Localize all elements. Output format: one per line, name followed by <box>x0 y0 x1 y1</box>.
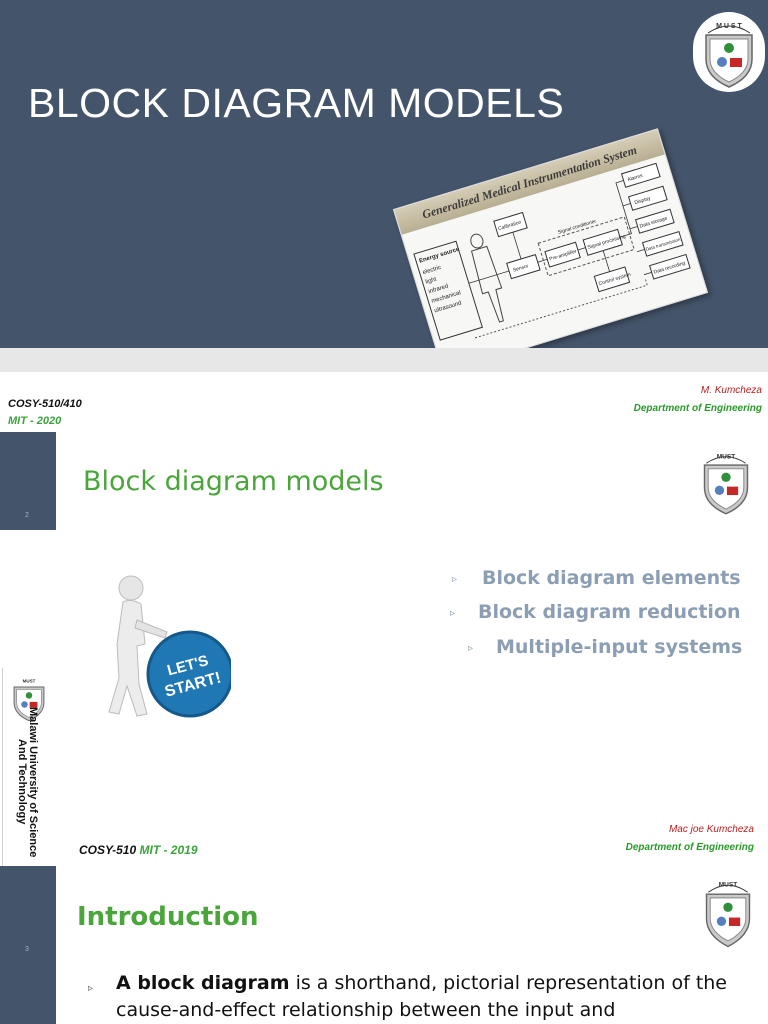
university-name: Malawi University of Science And Technol… <box>16 706 39 858</box>
department-name: Department of Engineering <box>625 842 754 853</box>
bullet-item: Multiple-input systems <box>496 636 743 658</box>
figure-diagram: Energy source electric light infrared me… <box>413 162 691 341</box>
bullet-arrow-icon: ▹ <box>88 983 94 994</box>
medical-instrumentation-figure: Generalized Medical Instrumentation Syst… <box>392 128 709 348</box>
figure-left-box-item: light <box>425 277 438 286</box>
figure-block: Sensor <box>512 263 529 273</box>
slide-number: 3 <box>25 946 29 953</box>
figure-left-box-item: electric <box>422 265 442 276</box>
sidebar-band: 2 <box>0 432 56 530</box>
bullet-arrow-icon: ▹ <box>452 574 458 585</box>
sidebar-seal-icon: MUST <box>13 678 45 722</box>
sidebar-university-card: MUST <box>2 668 55 866</box>
figure-left-box-item: infrared <box>428 284 449 296</box>
author-name: M. Kumcheza <box>700 385 762 396</box>
university-seal-logo: M U S T <box>693 12 765 92</box>
figure-left-box-label: Energy source <box>419 247 461 265</box>
slide-title: Block diagram models <box>83 466 384 497</box>
course-year: MIT - 2019 <box>139 843 198 857</box>
course-label: COSY-510 MIT - 2019 <box>79 843 198 857</box>
figure-block: Display <box>634 195 652 206</box>
sidebar-band: 3 <box>0 866 56 1024</box>
seal-icon: M U S T <box>705 23 753 88</box>
course-code: COSY-510/410 <box>8 398 82 410</box>
slide-separator <box>0 348 768 372</box>
intro-term: A block diagram <box>116 972 290 994</box>
course-code: COSY-510 <box>79 843 137 857</box>
figure-block: Alarms <box>627 173 644 183</box>
title-slide: BLOCK DIAGRAM MODELS M U S T Generalized… <box>0 0 768 348</box>
seal-letters: MUST <box>717 454 736 461</box>
intro-text: is a shorthand, pictorial representation… <box>116 972 727 1021</box>
seal-icon: MUST <box>705 882 751 948</box>
slide-number: 2 <box>25 512 29 519</box>
bullet-arrow-icon: ▹ <box>468 643 474 654</box>
author-name: Mac joe Kumcheza <box>668 824 754 835</box>
seal-letters: MUST <box>719 882 738 889</box>
intro-paragraph: A block diagram is a shorthand, pictoria… <box>116 970 746 1024</box>
svg-text:M U S T: M U S T <box>716 23 742 30</box>
sidebar-seal-letters: MUST <box>23 678 36 683</box>
slide-title: Introduction <box>77 902 259 932</box>
lets-start-illustration: LET'S START! <box>97 574 231 734</box>
course-year: MIT - 2020 <box>8 415 62 427</box>
bullet-item: Block diagram reduction <box>478 601 741 623</box>
department-name: Department of Engineering <box>633 403 762 414</box>
bullet-arrow-icon: ▹ <box>450 608 456 619</box>
slide-title: BLOCK DIAGRAM MODELS <box>28 80 565 126</box>
seal-icon: MUST <box>703 454 749 515</box>
bullet-item: Block diagram elements <box>482 567 741 589</box>
